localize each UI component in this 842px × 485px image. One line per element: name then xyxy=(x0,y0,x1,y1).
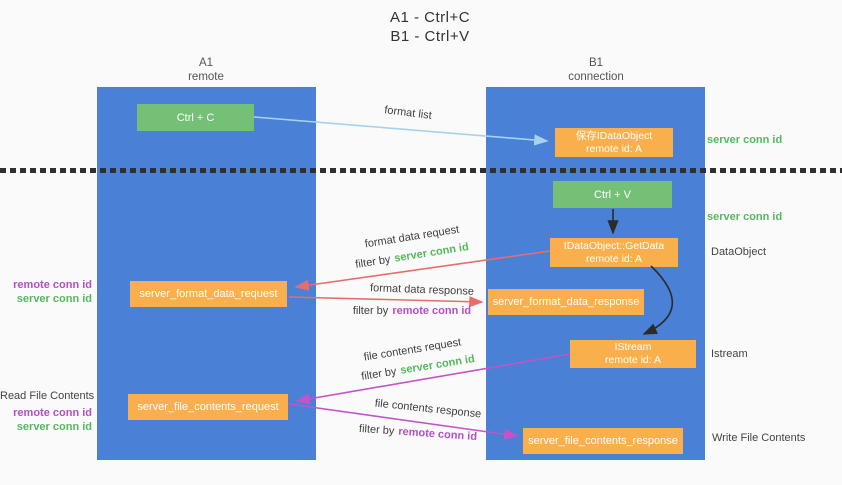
istream-annotation: Istream xyxy=(711,348,748,360)
node-ctrl-v: Ctrl + V xyxy=(553,181,672,208)
title-line-b1: B1 - Ctrl+V xyxy=(390,28,470,45)
filter-by-text: filter by xyxy=(360,365,398,383)
lifeline-b1-role: connection xyxy=(568,71,624,83)
file-request-label: server_file_contents_request xyxy=(137,401,279,413)
file-response-label: server_file_contents_response xyxy=(528,435,678,447)
server-conn-id-annotation-mid: server conn id xyxy=(707,211,783,223)
lifeline-header-b1: B1 connection xyxy=(536,56,656,84)
node-server-file-contents-response: server_file_contents_response xyxy=(523,428,683,454)
server-conn-id-text: server conn id xyxy=(393,241,470,265)
lifeline-header-a1: A1 remote xyxy=(146,56,266,84)
diagram-title: A1 - Ctrl+C B1 - Ctrl+V xyxy=(300,8,560,46)
server-conn-id-annotation: server conn id xyxy=(16,421,92,433)
ctrl-c-label: Ctrl + C xyxy=(176,111,215,124)
format-list-label: format list xyxy=(383,104,433,122)
remote-conn-id-text: remote conn id xyxy=(392,305,472,317)
node-server-format-data-request: server_format_data_request xyxy=(130,281,287,307)
remote-conn-id-annotation: remote conn id xyxy=(13,407,92,419)
write-file-contents-annotation: Write File Contents xyxy=(712,432,806,444)
title-line-a1: A1 - Ctrl+C xyxy=(389,9,471,26)
getdata-line1: IDataObject::GetData xyxy=(563,239,665,252)
ctrl-v-label: Ctrl + V xyxy=(594,188,631,201)
remote-conn-id-annotation: remote conn id xyxy=(13,279,92,291)
server-conn-id-annotation-top: server conn id xyxy=(707,134,783,146)
filter-by-text: filter by xyxy=(358,422,395,438)
filter-by-text: filter by xyxy=(354,253,392,271)
format-data-response-arrow xyxy=(288,296,484,308)
node-idataobject-getdata: IDataObject::GetData remote id: A xyxy=(550,238,678,267)
lifeline-a1-name: A1 xyxy=(198,57,214,69)
format-request-label: server_format_data_request xyxy=(139,288,278,300)
lifeline-b1-name: B1 xyxy=(588,57,604,69)
format-data-response-label: format data response xyxy=(369,282,475,298)
server-conn-id-text: server conn id xyxy=(399,353,476,377)
istream-line1: IStream xyxy=(614,341,652,353)
istream-line2: remote id: A xyxy=(604,354,662,366)
format-response-label: server_format_data_response xyxy=(492,296,640,308)
node-istream: IStream remote id: A xyxy=(570,340,696,368)
dataobject-annotation: DataObject xyxy=(711,246,767,258)
save-dataobject-line1: 保存IDataObject xyxy=(575,129,653,142)
save-dataobject-line2: remote id: A xyxy=(585,142,643,155)
remote-conn-id-text: remote conn id xyxy=(397,425,478,444)
read-file-contents-annotation: Read File Contents xyxy=(0,390,95,402)
server-conn-id-annotation: server conn id xyxy=(16,293,92,305)
node-ctrl-c: Ctrl + C xyxy=(137,104,254,131)
node-server-file-contents-request: server_file_contents_request xyxy=(128,394,288,420)
getdata-line2: remote id: A xyxy=(585,252,643,265)
left-conn-id-stack-2: remote conn id server conn id xyxy=(0,406,92,434)
left-conn-id-stack-1: remote conn id server conn id xyxy=(0,278,92,306)
filter-by-text: filter by xyxy=(352,305,389,317)
dotted-separator xyxy=(0,168,842,173)
node-server-format-data-response: server_format_data_response xyxy=(488,289,644,315)
lifeline-a1-role: remote xyxy=(188,71,224,83)
node-save-dataobject: 保存IDataObject remote id: A xyxy=(555,128,673,157)
file-contents-response-label: file contents response xyxy=(374,397,482,421)
